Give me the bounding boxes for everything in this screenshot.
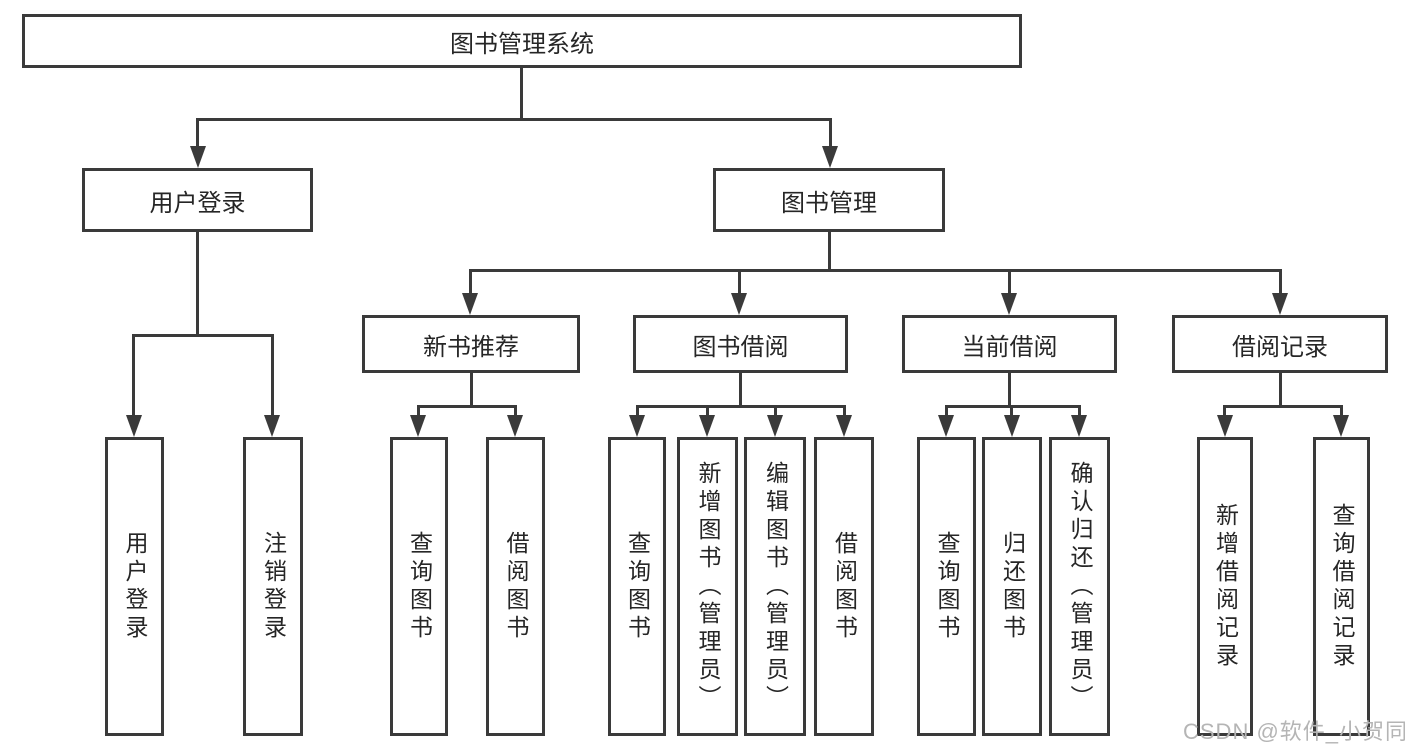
arrow-down-icon	[938, 415, 954, 437]
node-book-borrow: 图书借阅	[633, 315, 848, 373]
connector-drop-leaf	[843, 405, 846, 417]
connector-drop-leaf	[636, 405, 639, 417]
arrow-down-icon	[190, 146, 206, 168]
arrow-down-icon	[507, 415, 523, 437]
connector-drop-leaf	[417, 405, 420, 417]
arrow-down-icon	[699, 415, 715, 437]
arrow-down-icon	[1001, 293, 1017, 315]
arrow-down-icon	[1071, 415, 1087, 437]
leaf-query-books-borrow-label: 查询图书	[624, 530, 651, 643]
leaf-borrow-books: 借阅图书	[814, 437, 874, 736]
node-root-label: 图书管理系统	[450, 30, 594, 58]
connector-drop-level3	[469, 269, 472, 295]
node-borrow-record: 借阅记录	[1172, 315, 1388, 373]
leaf-edit-books-admin-label: 编辑图书（管理员）	[762, 460, 789, 713]
leaf-edit-books-admin: 编辑图书（管理员）	[744, 437, 806, 736]
connector-l3-stem	[1008, 372, 1011, 406]
connector-book-mgmt-branch	[469, 269, 1281, 272]
leaf-query-books-recommend-label: 查询图书	[406, 530, 433, 643]
node-book-management: 图书管理	[713, 168, 945, 232]
node-new-book-recommend-label: 新书推荐	[423, 333, 519, 361]
arrow-down-icon	[1333, 415, 1349, 437]
arrow-down-icon	[1217, 415, 1233, 437]
leaf-user-login-label: 用户登录	[122, 530, 148, 643]
leaf-confirm-return-admin-label: 确认归还（管理员）	[1067, 460, 1093, 713]
node-book-borrow-label: 图书借阅	[692, 333, 789, 361]
connector-l3-stem	[470, 372, 473, 406]
arrow-down-icon	[264, 415, 280, 437]
leaf-borrow-books-recommend: 借阅图书	[486, 437, 545, 736]
node-root: 图书管理系统	[22, 14, 1022, 68]
connector-drop-level3	[1279, 269, 1282, 295]
leaf-return-books-label: 归还图书	[999, 530, 1026, 643]
connector-drop-leaf	[132, 334, 135, 418]
connector-drop-book-mgmt	[829, 118, 832, 148]
leaf-borrow-books-label: 借阅图书	[831, 530, 858, 643]
leaf-add-books-admin-label: 新增图书（管理员）	[695, 460, 721, 713]
leaf-logout-label: 注销登录	[260, 530, 287, 643]
node-book-management-label: 图书管理	[781, 189, 877, 217]
arrow-down-icon	[410, 415, 426, 437]
connector-l3-stem	[1279, 372, 1282, 406]
connector-drop-leaf	[271, 334, 274, 418]
arrow-down-icon	[1004, 415, 1020, 437]
node-current-borrow: 当前借阅	[902, 315, 1117, 373]
connector-drop-leaf	[774, 405, 777, 417]
connector-drop-leaf	[706, 405, 709, 417]
connector-l3-stem	[739, 372, 742, 406]
connector-drop-leaf	[945, 405, 948, 417]
leaf-query-books-recommend: 查询图书	[390, 437, 448, 736]
leaf-add-books-admin: 新增图书（管理员）	[677, 437, 738, 736]
leaf-return-books: 归还图书	[982, 437, 1042, 736]
leaf-query-books-current-label: 查询图书	[934, 530, 960, 643]
connector-root-branch	[196, 118, 832, 121]
leaf-query-borrow-record: 查询借阅记录	[1313, 437, 1370, 736]
leaf-logout: 注销登录	[243, 437, 303, 736]
arrow-down-icon	[462, 293, 478, 315]
connector-drop-leaf	[514, 405, 517, 417]
arrow-down-icon	[1272, 293, 1288, 315]
leaf-query-borrow-record-label: 查询借阅记录	[1329, 502, 1355, 671]
node-user-login: 用户登录	[82, 168, 313, 232]
connector-branch-newbook	[417, 405, 517, 408]
leaf-query-books-current: 查询图书	[917, 437, 976, 736]
arrow-down-icon	[731, 293, 747, 315]
leaf-borrow-books-recommend-label: 借阅图书	[503, 530, 529, 643]
arrow-down-icon	[767, 415, 783, 437]
connector-drop-level3	[738, 269, 741, 295]
connector-user-login-stem	[196, 232, 199, 335]
node-current-borrow-label: 当前借阅	[961, 333, 1058, 361]
leaf-query-books-borrow: 查询图书	[608, 437, 666, 736]
connector-drop-leaf	[1010, 405, 1013, 417]
arrow-down-icon	[836, 415, 852, 437]
node-borrow-record-label: 借阅记录	[1232, 333, 1328, 361]
leaf-confirm-return-admin: 确认归还（管理员）	[1049, 437, 1110, 736]
connector-branch-borrowrecord	[1223, 405, 1342, 408]
node-new-book-recommend: 新书推荐	[362, 315, 580, 373]
watermark: CSDN @软件_小贺同学	[1183, 719, 1405, 744]
arrow-down-icon	[126, 415, 142, 437]
leaf-add-borrow-record: 新增借阅记录	[1197, 437, 1253, 736]
connector-root-stem	[520, 68, 523, 120]
connector-drop-leaf	[1340, 405, 1343, 417]
connector-drop-user-login	[196, 118, 199, 148]
connector-drop-level3	[1008, 269, 1011, 295]
connector-drop-leaf	[1223, 405, 1226, 417]
connector-book-mgmt-stem	[828, 232, 831, 272]
connector-user-login-branch	[132, 334, 273, 337]
leaf-add-borrow-record-label: 新增借阅记录	[1212, 502, 1239, 671]
leaf-user-login: 用户登录	[105, 437, 164, 736]
arrow-down-icon	[822, 146, 838, 168]
connector-branch-bookborrow	[636, 405, 845, 408]
node-user-login-label: 用户登录	[149, 189, 246, 217]
connector-drop-leaf	[1078, 405, 1081, 417]
arrow-down-icon	[629, 415, 645, 437]
